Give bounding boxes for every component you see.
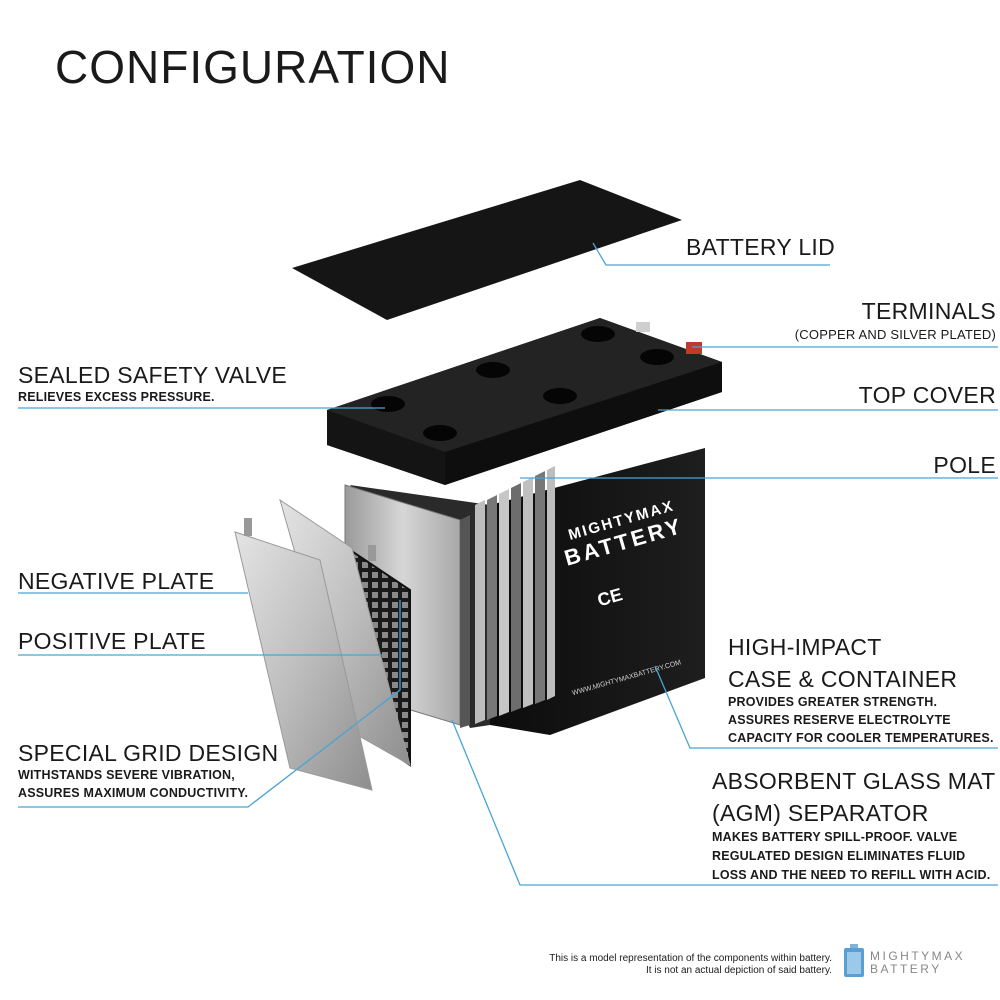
label-agm-line2: (AGM) SEPARATOR <box>712 800 929 826</box>
label-positive-plate: POSITIVE PLATE <box>18 628 206 654</box>
label-top-cover: TOP COVER <box>858 382 996 408</box>
terminal-red <box>686 342 702 354</box>
negative-plate-shape <box>234 531 373 791</box>
label-terminals-sub: (COPPER AND SILVER PLATED) <box>794 327 996 342</box>
label-safety-valve-sub: RELIEVES EXCESS PRESSURE. <box>18 390 215 404</box>
leader-grid-design <box>18 600 401 808</box>
label-pole: POLE <box>933 452 996 478</box>
label-agm-sub1: MAKES BATTERY SPILL-PROOF. VALVE <box>712 830 958 844</box>
label-case-sub3: CAPACITY FOR COOLER TEMPERATURES. <box>728 731 994 745</box>
footer-logo: MIGHTYMAX BATTERY <box>870 950 965 976</box>
footer-logo-line1: MIGHTYMAX <box>870 949 966 963</box>
footer-logo-line2: BATTERY <box>870 962 942 976</box>
label-case-sub1: PROVIDES GREATER STRENGTH. <box>728 695 938 709</box>
footer-note: This is a model representation of the co… <box>549 953 832 977</box>
footer-note-line1: This is a model representation of the co… <box>549 953 832 964</box>
label-agm-sub3: LOSS AND THE NEED TO REFILL WITH ACID. <box>712 868 991 882</box>
label-agm-line1: ABSORBENT GLASS MAT <box>712 768 996 794</box>
page-title: CONFIGURATION <box>55 41 451 93</box>
label-case-line1: HIGH-IMPACT <box>728 634 882 660</box>
label-negative-plate: NEGATIVE PLATE <box>18 568 215 594</box>
battery-lid-shape <box>292 180 682 320</box>
label-grid-sub1: WITHSTANDS SEVERE VIBRATION, <box>18 768 235 782</box>
leader-case <box>654 665 998 749</box>
leader-lines <box>18 242 998 886</box>
label-grid-sub2: ASSURES MAXIMUM CONDUCTIVITY. <box>18 786 249 800</box>
leader-battery-lid <box>592 242 830 266</box>
valve-cap <box>371 396 405 412</box>
leader-agm <box>451 719 998 886</box>
battery-logo-icon <box>844 944 864 977</box>
terminal-silver <box>636 322 650 332</box>
label-safety-valve: SEALED SAFETY VALVE <box>18 362 288 388</box>
label-case-line2: CASE & CONTAINER <box>728 666 958 692</box>
label-grid-design: SPECIAL GRID DESIGN <box>18 740 279 766</box>
label-terminals: TERMINALS <box>861 298 996 324</box>
label-battery-lid: BATTERY LID <box>686 234 836 260</box>
label-agm-sub2: REGULATED DESIGN ELIMINATES FLUID <box>712 849 966 863</box>
label-case-sub2: ASSURES RESERVE ELECTROLYTE <box>728 713 951 727</box>
footer-note-line2: It is not an actual depiction of said ba… <box>645 965 832 976</box>
